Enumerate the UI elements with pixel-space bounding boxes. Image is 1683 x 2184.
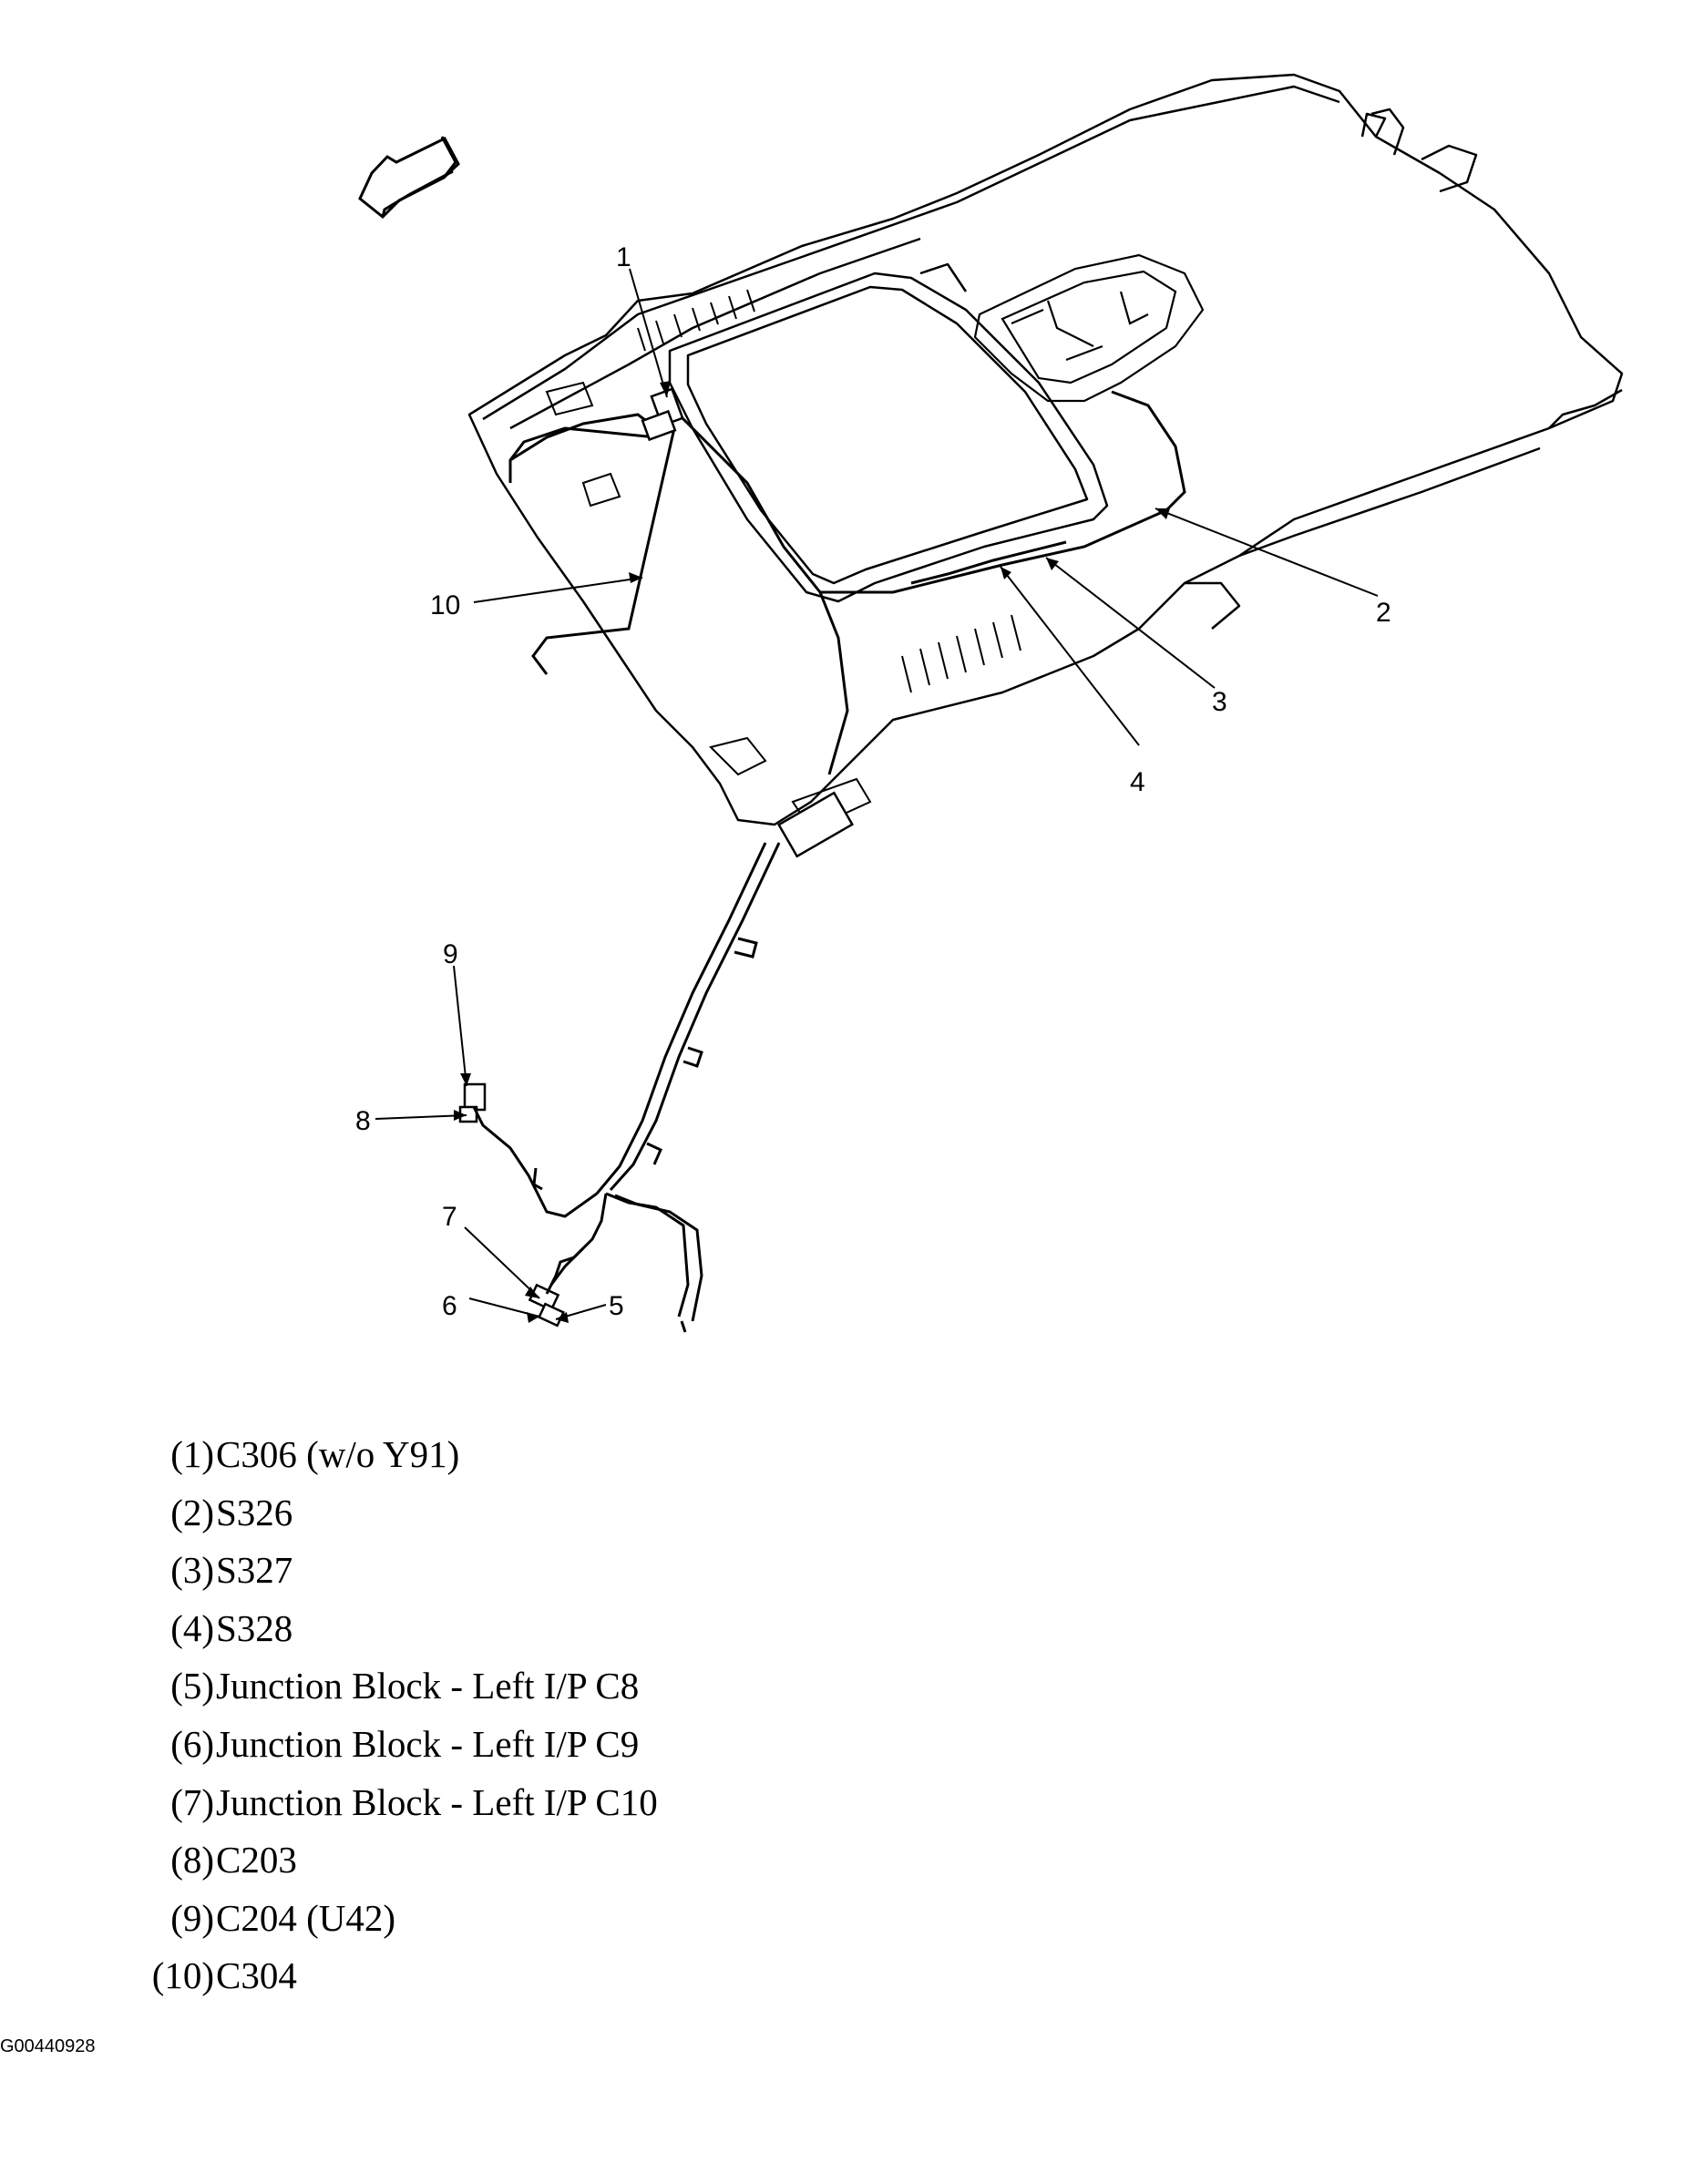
callout-leader-lines — [375, 268, 1379, 1320]
legend-number: (6) — [170, 1722, 214, 1765]
legend-item: (4)S328 — [129, 1600, 658, 1658]
legend-number: (8) — [170, 1839, 214, 1882]
legend-number: (1) — [170, 1433, 214, 1475]
legend-item: (7)Junction Block - Left I/P C10 — [129, 1774, 658, 1832]
pillar-wiring-harness — [472, 842, 781, 1333]
legend-number: (3) — [170, 1549, 214, 1592]
callout-2: 2 — [1376, 598, 1391, 628]
callout-5: 5 — [609, 1291, 624, 1321]
legend-item: (9)C204 (U42) — [129, 1890, 658, 1948]
legend-label: S327 — [216, 1549, 293, 1592]
callout-3: 3 — [1212, 687, 1227, 717]
legend-label: S326 — [216, 1491, 293, 1533]
legend-item: (2)S326 — [129, 1484, 658, 1543]
connector-bodies — [458, 387, 855, 1328]
headliner-trim-details — [545, 289, 1021, 831]
legend-number: (4) — [170, 1606, 214, 1649]
legend-number: (2) — [170, 1491, 214, 1533]
legend-label: C304 — [216, 1954, 297, 1997]
legend-label: C203 — [216, 1839, 297, 1882]
legend-label: S328 — [216, 1606, 293, 1649]
wiring-harness-diagram: 1 2 3 4 5 6 7 8 9 10 — [355, 73, 1624, 1333]
figure-id: G00440928 — [0, 2036, 96, 2056]
forward-arrow-icon — [358, 136, 460, 220]
component-legend: (1)C306 (w/o Y91) (2)S326 (3)S327 (4)S32… — [129, 1426, 658, 2005]
callout-1: 1 — [616, 242, 631, 272]
legend-label: Junction Block - Left I/P C9 — [216, 1722, 640, 1765]
legend-item: (1)C306 (w/o Y91) — [129, 1426, 658, 1484]
overhead-console-module — [973, 253, 1205, 403]
legend-number: (7) — [170, 1780, 214, 1823]
legend-number: (5) — [170, 1665, 214, 1707]
callout-arrowheads — [454, 381, 1170, 1323]
legend-label: C204 (U42) — [216, 1896, 396, 1939]
sunroof-opening — [668, 262, 1109, 603]
callout-7: 7 — [442, 1202, 457, 1232]
callout-6: 6 — [442, 1291, 457, 1321]
legend-label: Junction Block - Left I/P C10 — [216, 1780, 658, 1823]
legend-label: Junction Block - Left I/P C8 — [216, 1665, 640, 1707]
callout-9: 9 — [443, 939, 458, 969]
legend-item: (5)Junction Block - Left I/P C8 — [129, 1657, 658, 1716]
headliner-panel — [467, 73, 1624, 826]
callout-4: 4 — [1130, 767, 1145, 797]
legend-item: (8)C203 — [129, 1831, 658, 1890]
legend-number: (10) — [151, 1954, 214, 1997]
callout-8: 8 — [355, 1106, 371, 1136]
legend-number: (9) — [170, 1896, 214, 1939]
legend-item: (10)C304 — [129, 1947, 658, 2005]
legend-item: (3)S327 — [129, 1542, 658, 1600]
callout-10: 10 — [430, 590, 460, 620]
legend-item: (6)Junction Block - Left I/P C9 — [129, 1716, 658, 1774]
legend-label: C306 (w/o Y91) — [216, 1433, 460, 1475]
